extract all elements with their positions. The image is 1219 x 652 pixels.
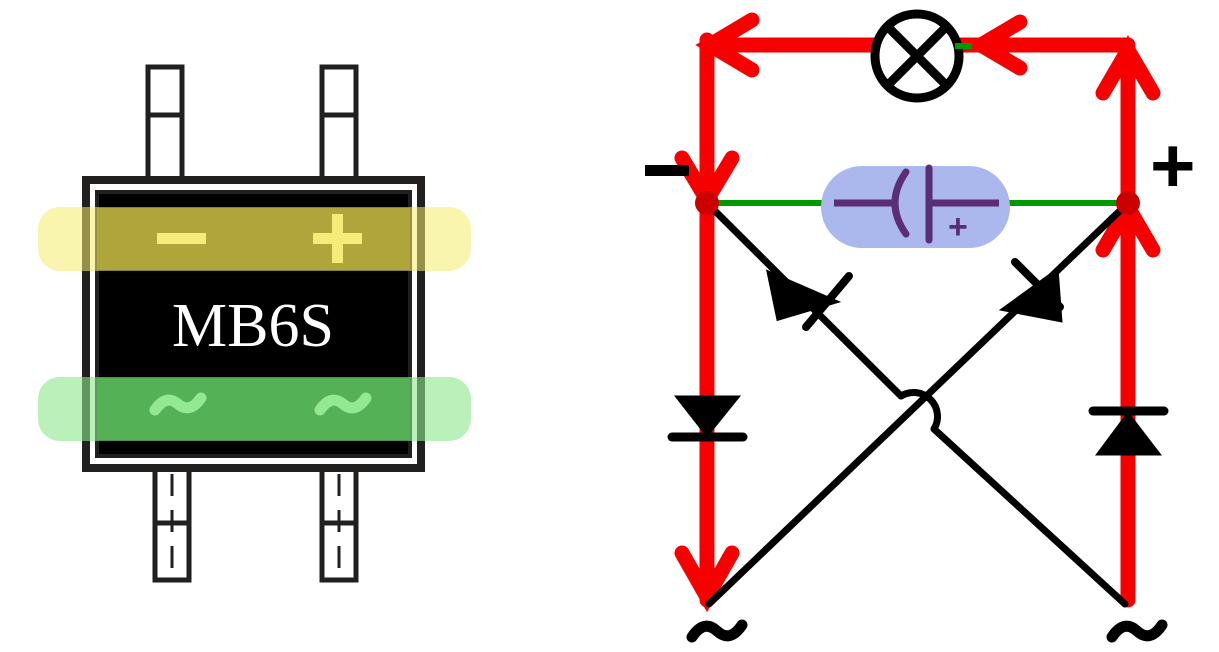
arm-minus-to-ac-right-b	[930, 425, 1129, 608]
label-minus	[645, 165, 689, 176]
label-ac-left	[686, 619, 748, 643]
label-ac-right	[1106, 619, 1168, 643]
node-dot-minus	[695, 191, 719, 215]
diode-top-left-cathode-bar	[802, 272, 853, 331]
current-arrowheads	[674, 12, 1161, 613]
diode-top-right	[998, 258, 1064, 323]
diode-top-left-triangle	[766, 269, 842, 322]
diode-bottom-right-triangle	[1095, 411, 1163, 456]
bridge-arms	[703, 199, 1132, 608]
lead-top-left	[145, 64, 185, 194]
arrow-top-left	[695, 12, 760, 78]
lead-bottom-right	[319, 463, 359, 583]
smoothing-capacitor: +	[821, 164, 1010, 248]
circuit-svg: + +	[645, 9, 1196, 643]
lamp	[870, 9, 964, 103]
diode-bottom-left-triangle	[673, 395, 742, 438]
lead-top-right	[319, 64, 359, 194]
lamp-cross-2	[884, 23, 950, 89]
diode-top-left	[766, 269, 853, 331]
package-part-number: MB6S	[172, 292, 334, 360]
arrow-top-mid	[966, 14, 1028, 76]
package-illustration: MB6S	[0, 0, 600, 652]
arrow-left-lower	[674, 545, 740, 613]
top-leads	[145, 64, 359, 194]
circuit-diagram: + +	[600, 0, 1219, 652]
label-plus: +	[1150, 121, 1196, 209]
ac-band-highlight	[38, 377, 471, 441]
node-dot-plus	[1116, 191, 1140, 215]
capacitor-curved-plate	[891, 168, 910, 238]
package-svg: MB6S	[38, 64, 471, 583]
capacitor-polarity-label: +	[948, 208, 968, 246]
current-path	[699, 32, 1136, 608]
diode-top-right-triangle	[998, 267, 1063, 323]
capacitor-highlight	[821, 166, 1010, 248]
dc-band-highlight	[38, 207, 471, 271]
bottom-leads	[152, 463, 359, 583]
arrow-right-upper	[1095, 35, 1161, 101]
lead-bottom-left	[152, 463, 192, 583]
diode-top-right-cathode-bar	[1011, 258, 1064, 311]
diode-bottom-left	[667, 395, 748, 442]
diode-bottom-right	[1088, 406, 1169, 456]
wire-hop	[897, 388, 942, 433]
